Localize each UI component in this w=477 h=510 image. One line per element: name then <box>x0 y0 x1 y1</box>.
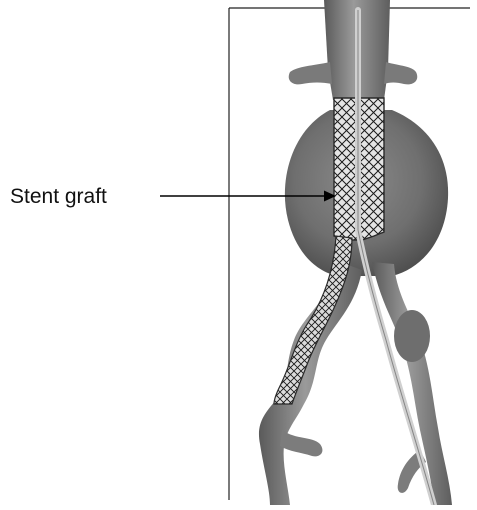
stent-graft-label: Stent graft <box>10 186 107 207</box>
iliac-aneurysm-bulge <box>394 310 430 362</box>
left-renal-artery <box>289 62 332 84</box>
left-internal-iliac-branch <box>280 430 322 456</box>
right-renal-artery <box>384 62 417 84</box>
left-iliac-artery <box>259 262 362 505</box>
